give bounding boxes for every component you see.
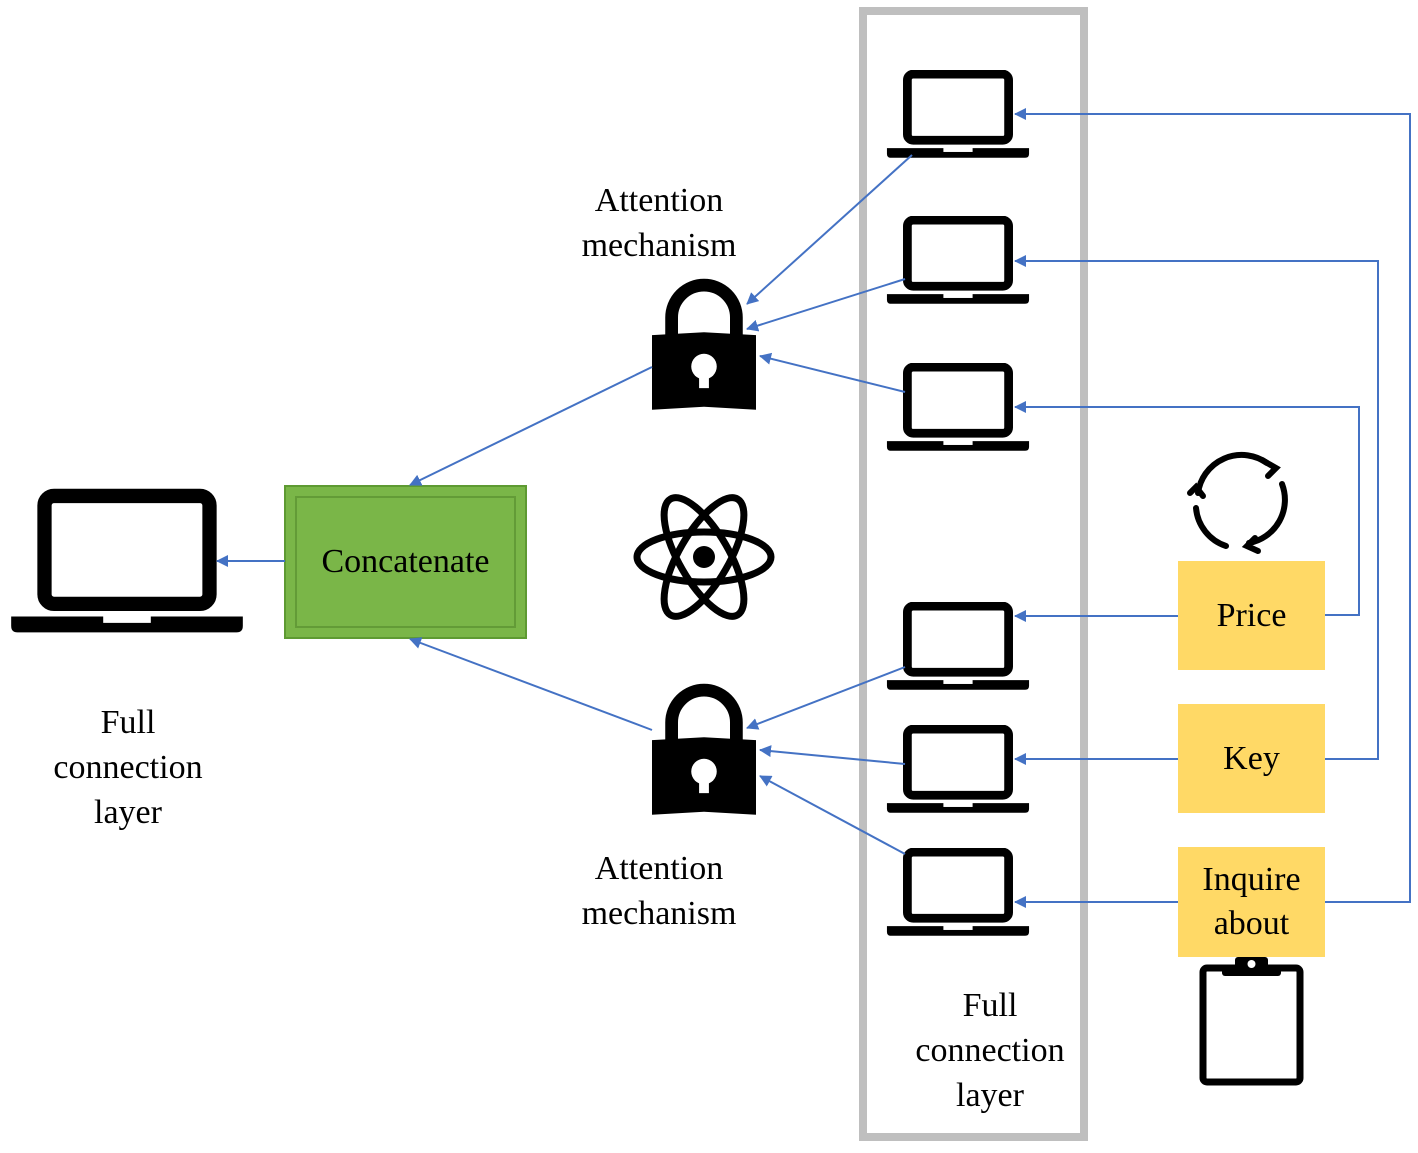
right-layer-line-2: connection <box>915 1032 1065 1069</box>
laptop-icon-4 <box>887 606 1029 690</box>
left-layer-label: Full connection layer <box>28 700 228 835</box>
inquire-label: Inquire about <box>1178 847 1325 957</box>
concatenate-label: Concatenate <box>285 486 526 638</box>
laptop-icon-3 <box>887 367 1029 451</box>
key-box <box>1178 704 1325 813</box>
connector-arrows <box>216 108 1411 908</box>
laptop-icon-6 <box>887 852 1029 936</box>
left-layer-line-3: layer <box>94 794 162 831</box>
key-label: Key <box>1178 704 1325 813</box>
attention-bottom-line-1: Attention <box>594 850 724 887</box>
left-layer-line-2: connection <box>53 749 203 786</box>
concatenate-text: Concatenate <box>321 543 490 580</box>
price-box <box>1178 561 1325 670</box>
lock-icon-bottom <box>652 690 756 815</box>
atom-icon <box>633 494 775 620</box>
attention-bottom-line-2: mechanism <box>581 895 737 932</box>
attention-top-label: Attention mechanism <box>559 178 759 268</box>
clipboard-icon <box>1199 957 1304 1086</box>
refresh-icon <box>1187 451 1288 554</box>
price-text: Price <box>1216 596 1287 634</box>
right-layer-line-3: layer <box>956 1077 1024 1114</box>
inquire-box <box>1178 847 1325 957</box>
right-layer-label: Full connection layer <box>890 983 1090 1118</box>
laptop-icon-2 <box>887 220 1029 304</box>
attention-top-line-2: mechanism <box>581 227 737 264</box>
right-layer-border <box>859 7 1088 1141</box>
concatenate-box <box>284 485 527 639</box>
lock-icon-top <box>652 285 756 410</box>
key-text: Key <box>1223 739 1280 777</box>
right-layer-line-1: Full <box>962 987 1018 1024</box>
attention-bottom-label: Attention mechanism <box>559 846 759 936</box>
attention-top-line-1: Attention <box>594 182 724 219</box>
laptop-icon-5 <box>887 729 1029 813</box>
inquire-text-line-2: about <box>1213 905 1290 942</box>
inquire-text-line-1: Inquire <box>1202 861 1301 898</box>
laptop-icon-1 <box>887 74 1029 158</box>
price-label: Price <box>1178 561 1325 670</box>
output-laptop-icon <box>11 496 243 632</box>
left-layer-line-1: Full <box>100 704 156 741</box>
